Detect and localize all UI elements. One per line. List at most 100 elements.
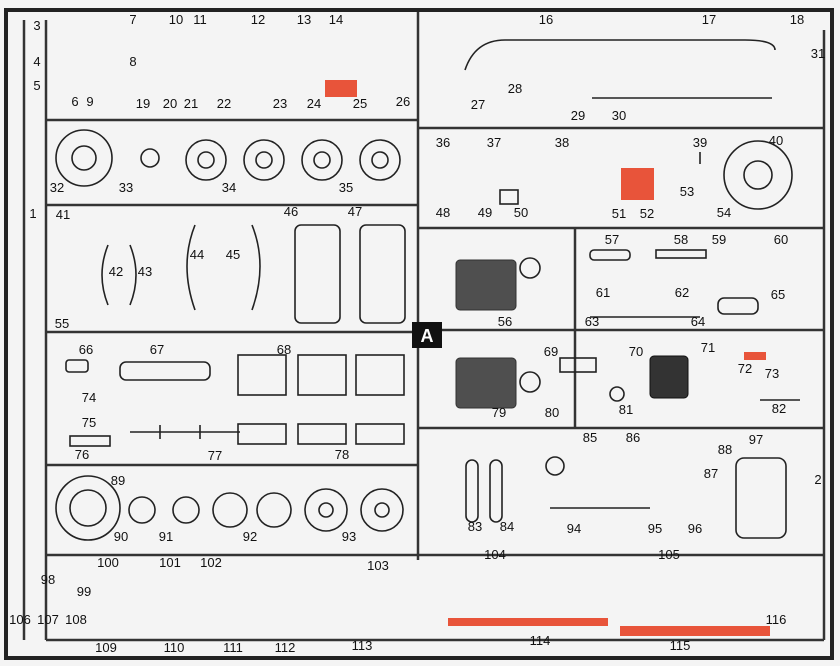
sprue-frame: [4, 8, 834, 660]
part-label-48: 48: [436, 205, 450, 220]
part-label-95: 95: [648, 521, 662, 536]
part-label-41: 41: [56, 207, 70, 222]
part-label-31: 31: [811, 46, 825, 61]
part-label-97: 97: [749, 432, 763, 447]
part-label-77: 77: [208, 448, 222, 463]
part-label-69: 69: [544, 344, 558, 359]
part-label-68: 68: [277, 342, 291, 357]
part-label-86: 86: [626, 430, 640, 445]
part-label-73: 73: [765, 366, 779, 381]
marker-bottom-left: [448, 618, 608, 626]
part-label-83: 83: [468, 519, 482, 534]
part-label-24: 24: [307, 96, 321, 111]
part-label-36: 36: [436, 135, 450, 150]
part-label-46: 46: [284, 204, 298, 219]
part-label-10: 10: [169, 12, 183, 27]
part-label-43: 43: [138, 264, 152, 279]
part-label-112: 112: [275, 640, 296, 655]
part-label-40: 40: [769, 133, 783, 148]
part-label-52: 52: [640, 206, 654, 221]
engine-parts: [455, 257, 625, 476]
part-label-22: 22: [217, 96, 231, 111]
part-label-90: 90: [114, 529, 128, 544]
part-label-45: 45: [226, 247, 240, 262]
part-label-11: 11: [193, 12, 207, 27]
part-label-71: 71: [701, 340, 715, 355]
part-label-50: 50: [514, 205, 528, 220]
part-label-114: 114: [530, 633, 551, 648]
part-label-63: 63: [585, 314, 599, 329]
part-label-99: 99: [77, 584, 91, 599]
part-label-49: 49: [478, 205, 492, 220]
part-label-59: 59: [712, 232, 726, 247]
part-label-101: 101: [159, 555, 181, 570]
part-label-109: 109: [95, 640, 117, 655]
part-label-80: 80: [545, 405, 559, 420]
part-label-56: 56: [498, 314, 512, 329]
part-label-57: 57: [605, 232, 619, 247]
part-label-85: 85: [583, 430, 597, 445]
sprue-rails: [22, 12, 826, 642]
part-label-84: 84: [500, 519, 514, 534]
part-label-78: 78: [335, 447, 349, 462]
part-label-60: 60: [774, 232, 788, 247]
marker-bottom-right: [620, 626, 770, 636]
part-label-64: 64: [691, 314, 705, 329]
part-label-54: 54: [717, 205, 731, 220]
part-label-8: 8: [129, 54, 136, 69]
part-label-7: 7: [129, 12, 136, 27]
part-label-27: 27: [471, 97, 485, 112]
part-label-96: 96: [688, 521, 702, 536]
part-label-105: 105: [658, 547, 680, 562]
part-label-98: 98: [41, 572, 55, 587]
part-label-81: 81: [619, 402, 633, 417]
part-label-2: 2: [814, 472, 821, 487]
part-label-20: 20: [163, 96, 177, 111]
part-label-74: 74: [82, 390, 96, 405]
part-label-92: 92: [243, 529, 257, 544]
part-label-104: 104: [484, 547, 506, 562]
part-label-89: 89: [111, 473, 125, 488]
part-label-12: 12: [251, 12, 265, 27]
part-label-100: 100: [97, 555, 119, 570]
part-label-26: 26: [396, 94, 410, 109]
part-label-82: 82: [772, 401, 786, 416]
part-label-115: 115: [670, 638, 691, 653]
part-label-55: 55: [55, 316, 69, 331]
part-label-103: 103: [367, 558, 389, 573]
marker-middle: [621, 168, 654, 200]
part-label-106: 106: [9, 612, 31, 627]
part-label-38: 38: [555, 135, 569, 150]
part-label-29: 29: [571, 108, 585, 123]
part-label-34: 34: [222, 180, 236, 195]
part-label-75: 75: [82, 415, 96, 430]
part-label-107: 107: [37, 612, 59, 627]
part-label-9: 9: [86, 94, 93, 109]
part-label-35: 35: [339, 180, 353, 195]
panel-parts: [65, 39, 800, 539]
part-label-72: 72: [738, 361, 752, 376]
part-label-110: 110: [164, 640, 185, 655]
part-label-88: 88: [718, 442, 732, 457]
marker-small: [744, 352, 766, 360]
part-label-61: 61: [596, 285, 610, 300]
part-label-44: 44: [190, 247, 204, 262]
part-label-42: 42: [109, 264, 123, 279]
sprue-letter-badge: [412, 322, 442, 348]
part-label-111: 111: [223, 640, 243, 655]
part-label-87: 87: [704, 466, 718, 481]
part-label-66: 66: [79, 342, 93, 357]
part-label-93: 93: [342, 529, 356, 544]
part-label-1: 1: [29, 206, 36, 221]
part-label-39: 39: [693, 135, 707, 150]
part-label-91: 91: [159, 529, 173, 544]
part-label-53: 53: [680, 184, 694, 199]
marker-top: [325, 80, 357, 97]
part-label-108: 108: [65, 612, 87, 627]
part-label-102: 102: [200, 555, 222, 570]
part-label-3: 3: [33, 18, 40, 33]
part-label-14: 14: [329, 12, 343, 27]
